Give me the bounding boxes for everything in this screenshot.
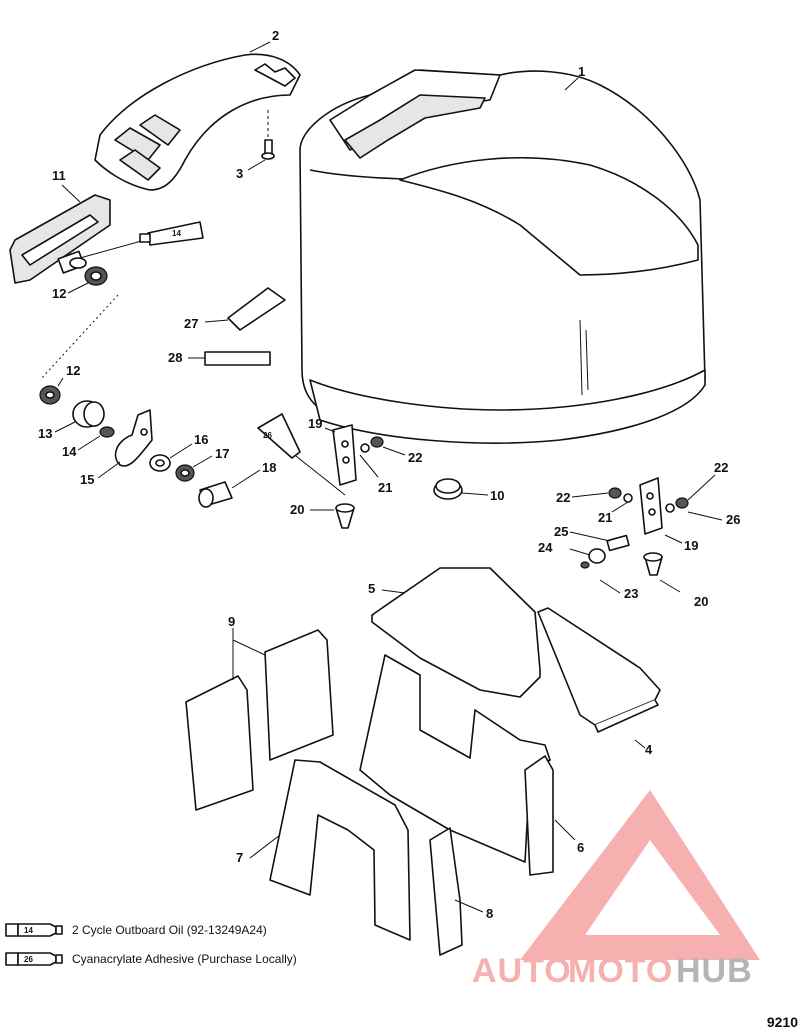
callout: 10 xyxy=(490,488,504,503)
callout: 2 xyxy=(272,28,279,43)
callout: 21 xyxy=(378,480,392,495)
watermark-moto: MOTO xyxy=(568,952,673,990)
legend-tube-label: 14 xyxy=(24,926,33,935)
callout: 21 xyxy=(598,510,612,525)
oil-tube: 14 xyxy=(79,221,204,259)
tube-label-14: 14 xyxy=(172,229,181,238)
callout: 12 xyxy=(52,286,66,301)
callout: 24 xyxy=(538,540,553,555)
decals xyxy=(204,287,286,366)
callout: 18 xyxy=(262,460,276,475)
legend: 14 2 Cycle Outboard Oil (92-13249A24) 26… xyxy=(5,923,297,966)
callout: 16 xyxy=(194,432,208,447)
watermark-auto: AUTO xyxy=(472,952,572,990)
grommet-upper xyxy=(39,266,119,381)
callout: 27 xyxy=(184,316,198,331)
callout: 6 xyxy=(577,840,584,855)
callout: 3 xyxy=(236,166,243,181)
callout: 1 xyxy=(578,64,585,79)
callout: 28 xyxy=(168,350,182,365)
legend-item-14: 14 2 Cycle Outboard Oil (92-13249A24) xyxy=(5,923,267,937)
left-bracket: 26 xyxy=(257,413,384,529)
callout: 4 xyxy=(645,742,653,757)
callout: 19 xyxy=(684,538,698,553)
right-bracket xyxy=(580,477,689,576)
watermark-hub: HUB xyxy=(676,952,753,990)
callout: 20 xyxy=(290,502,304,517)
callout: 8 xyxy=(486,906,493,921)
watermark-logo-mark xyxy=(520,790,760,960)
callout: 7 xyxy=(236,850,243,865)
callout: 13 xyxy=(38,426,52,441)
callout: 26 xyxy=(726,512,740,527)
plug xyxy=(433,478,463,500)
legend-item-26: 26 Cyanacrylate Adhesive (Purchase Local… xyxy=(5,952,297,966)
callout: 23 xyxy=(624,586,638,601)
handle xyxy=(9,194,111,284)
intake-cover xyxy=(94,53,301,191)
callout: 17 xyxy=(215,446,229,461)
screw xyxy=(261,110,275,160)
callout: 25 xyxy=(554,524,568,539)
automotohub-watermark: AUTO MOTO HUB xyxy=(472,790,760,990)
legend-tube-label: 26 xyxy=(24,955,33,964)
callouts: 1 2 3 4 5 6 7 8 9 10 11 12 12 13 14 15 xyxy=(38,28,740,921)
sound-pads xyxy=(185,567,661,956)
callout: 9 xyxy=(228,614,235,629)
figure-number: 9210 xyxy=(766,1014,798,1030)
callout: 12 xyxy=(66,363,80,378)
legend-text: Cyanacrylate Adhesive (Purchase Locally) xyxy=(72,952,297,966)
callout: 14 xyxy=(62,444,77,459)
callout: 22 xyxy=(408,450,422,465)
callout: 22 xyxy=(714,460,728,475)
callout: 20 xyxy=(694,594,708,609)
top-cowl xyxy=(299,69,706,444)
latch-assembly xyxy=(39,385,233,508)
callout: 5 xyxy=(368,581,375,596)
callout: 15 xyxy=(80,472,94,487)
callout: 19 xyxy=(308,416,322,431)
callout: 22 xyxy=(556,490,570,505)
legend-text: 2 Cycle Outboard Oil (92-13249A24) xyxy=(72,923,267,937)
callout: 11 xyxy=(52,168,66,183)
tube-label-26: 26 xyxy=(263,431,272,440)
